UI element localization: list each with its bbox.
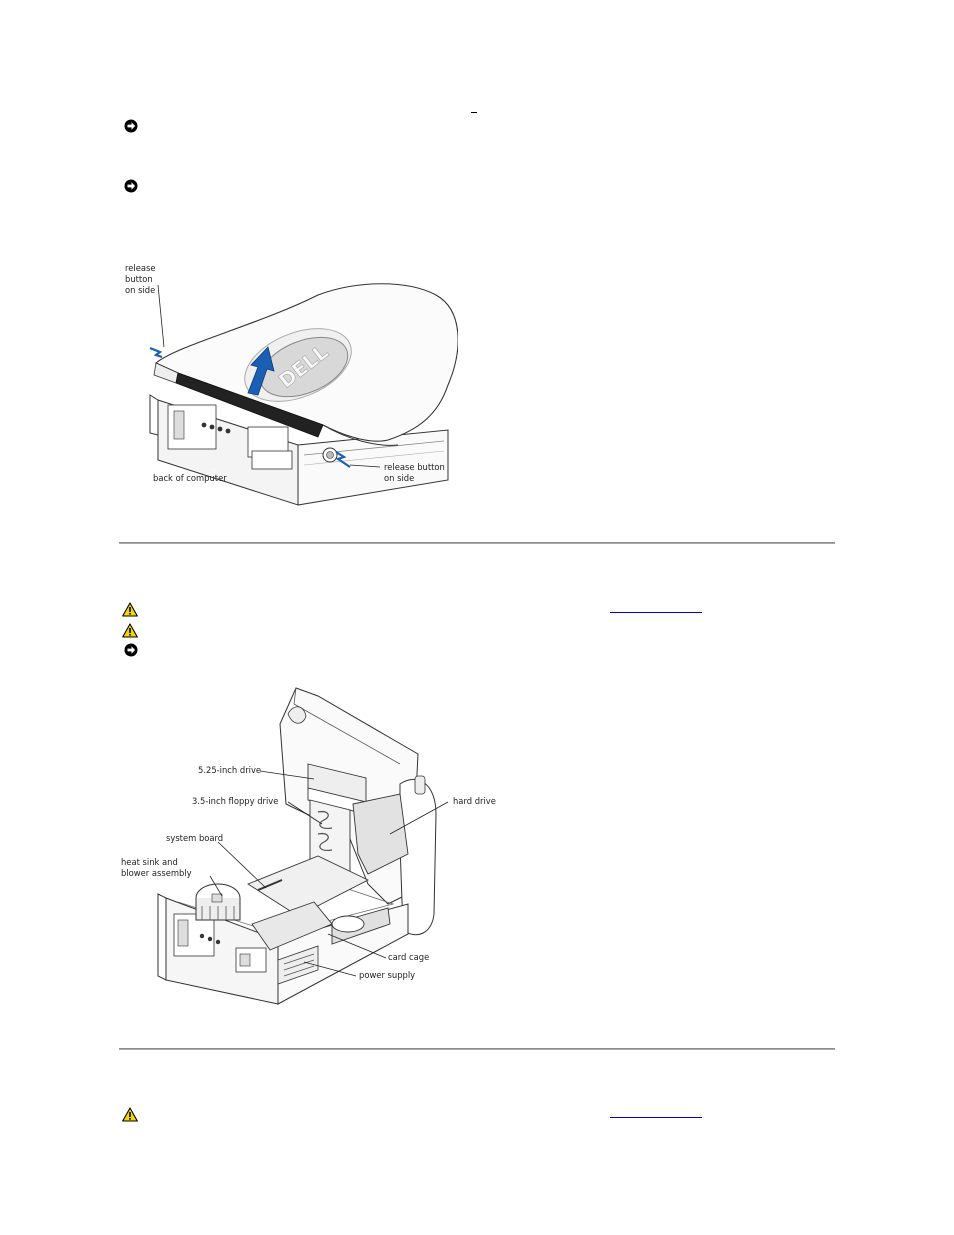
notice-icon: [124, 643, 138, 657]
computer-interior-illustration: 5.25-inch drive 3.5-inch floppy drive ha…: [121, 687, 496, 1005]
link-underline[interactable]: [610, 1117, 702, 1118]
link-underline[interactable]: [610, 612, 702, 613]
label-release-left: on side: [125, 285, 155, 295]
caution-icon: [122, 1107, 138, 1122]
section-divider: [119, 542, 835, 544]
label-heat-sink: heat sink and: [121, 857, 178, 867]
label-release-right: release button: [384, 462, 445, 472]
label-power-supply: power supply: [359, 970, 415, 980]
label-35-floppy-drive: 3.5-inch floppy drive: [192, 796, 278, 806]
label-release-right: on side: [384, 473, 414, 483]
label-release-left: button: [125, 274, 153, 284]
small-dash-mark: [471, 112, 477, 113]
cover-removal-illustration: DELL release button on side back of comp…: [125, 263, 458, 506]
label-hard-drive: hard drive: [453, 796, 496, 806]
label-heat-sink: blower assembly: [121, 868, 192, 878]
lift-arrow-icon: [247, 346, 275, 396]
caution-icon: [122, 623, 138, 638]
label-525-drive: 5.25-inch drive: [198, 765, 261, 775]
label-card-cage: card cage: [388, 952, 429, 962]
section-divider: [119, 1048, 835, 1050]
notice-icon: [124, 119, 138, 133]
press-arrow-icon: [149, 346, 163, 359]
label-system-board: system board: [166, 833, 223, 843]
notice-icon: [124, 179, 138, 193]
caution-icon: [122, 602, 138, 617]
label-back-of-computer: back of computer: [153, 473, 227, 483]
press-arrow-icon: [335, 451, 351, 468]
label-release-left: release: [125, 263, 156, 273]
